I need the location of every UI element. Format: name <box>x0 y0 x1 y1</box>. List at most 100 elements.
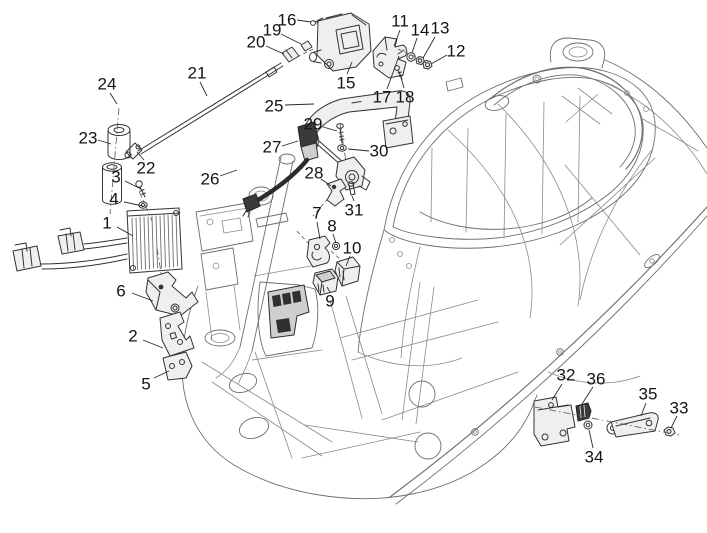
cable-elbow-22 <box>124 142 143 160</box>
axis-cap-coil <box>296 48 314 58</box>
leader-line-10 <box>345 255 351 267</box>
part-number-24: 24 <box>98 75 117 94</box>
leader-line-25 <box>284 103 315 106</box>
regulator-cables <box>12 227 128 272</box>
leader-line-5 <box>153 370 170 379</box>
part-number-35: 35 <box>639 385 658 404</box>
part-number-6: 6 <box>116 282 125 301</box>
part-number-31: 31 <box>345 201 364 220</box>
leader-line-32 <box>551 383 563 401</box>
part-number-30: 30 <box>370 142 389 161</box>
leader-line-19 <box>280 33 302 45</box>
bracket-32 <box>533 396 576 447</box>
part-number-13: 13 <box>431 19 450 38</box>
cap-terminal-19 <box>300 40 313 52</box>
part-number-22: 22 <box>137 159 156 178</box>
part-number-8: 8 <box>327 217 336 236</box>
axis-sensor-frame <box>312 187 338 217</box>
part-number-32: 32 <box>557 366 576 385</box>
leader-line-35 <box>640 402 647 417</box>
part-number-5: 5 <box>141 375 150 394</box>
part-number-2: 2 <box>128 327 137 346</box>
leader-line-21 <box>199 81 208 97</box>
part-number-23: 23 <box>79 129 98 148</box>
washer-34 <box>583 420 593 430</box>
leader-line-24 <box>109 92 118 105</box>
part-number-34: 34 <box>585 448 604 467</box>
axis-bushing-spacer <box>109 107 120 215</box>
leader-line-20 <box>265 45 285 55</box>
part-number-10: 10 <box>343 239 362 258</box>
nut-33 <box>663 426 676 437</box>
cable-connector-upper <box>57 227 85 255</box>
leader-line-26 <box>219 169 238 177</box>
spacer-23 <box>102 162 122 205</box>
axis-bracket-arm <box>534 406 680 436</box>
coil-bracket-11 <box>372 36 408 79</box>
leader-line-6 <box>131 292 154 302</box>
leader-line-17 <box>386 55 400 90</box>
bracket-2 <box>159 311 195 357</box>
part-number-12: 12 <box>447 42 466 61</box>
leader-line-30 <box>347 148 370 152</box>
part-number-3: 3 <box>111 168 120 187</box>
part-number-16: 16 <box>278 11 297 30</box>
bracket-28 <box>326 178 347 207</box>
part-number-15: 15 <box>337 74 356 93</box>
leader-line-4 <box>123 201 144 207</box>
plate-5 <box>162 351 193 381</box>
leader-line-31 <box>351 195 355 202</box>
ignition-coil-15 <box>309 12 372 72</box>
leader-line-18 <box>399 73 405 89</box>
leader-line-36 <box>581 386 594 405</box>
bracket-7 <box>306 235 331 268</box>
screw-16 <box>310 17 324 26</box>
leader-line-2 <box>142 339 164 349</box>
bracket-6 <box>145 271 199 317</box>
part-number-19: 19 <box>263 21 282 40</box>
leader-line-11 <box>393 29 401 47</box>
leader-line-12 <box>430 54 448 65</box>
part-number-25: 25 <box>265 97 284 116</box>
leader-line-8 <box>332 233 337 244</box>
axis-screw-regulator <box>138 190 153 222</box>
relay-9 <box>312 268 339 296</box>
leader-line-1 <box>116 226 134 237</box>
spark-plug-cable-21 <box>137 62 284 155</box>
part-number-20: 20 <box>247 33 266 52</box>
support-bracket-25 <box>301 90 414 149</box>
part-number-36: 36 <box>587 370 606 389</box>
leader-line-7 <box>316 221 321 240</box>
washer-8 <box>331 241 341 251</box>
leader-line-34 <box>588 429 594 449</box>
part-number-14: 14 <box>411 21 430 40</box>
part-number-11: 11 <box>391 12 409 31</box>
part-number-27: 27 <box>263 138 282 157</box>
part-number-9: 9 <box>325 292 334 311</box>
axis-bracket-nuts <box>397 48 429 65</box>
stud-17 <box>397 49 405 55</box>
leader-line-3 <box>124 180 142 190</box>
part-number-17: 17 <box>373 88 392 107</box>
leader-line-14 <box>411 37 418 54</box>
bolt-31 <box>347 181 356 196</box>
part-number-21: 21 <box>188 64 207 83</box>
rubber-bushing-24 <box>107 124 131 160</box>
washer-30 <box>337 144 347 152</box>
leader-line-22 <box>136 151 145 161</box>
leader-line-28 <box>320 178 332 187</box>
part-number-18: 18 <box>396 88 415 107</box>
part-number-4: 4 <box>109 190 118 209</box>
leader-line-29 <box>322 126 338 132</box>
cable-connector-lower <box>12 242 42 272</box>
relay-10 <box>334 256 361 287</box>
part-number-7: 7 <box>312 204 321 223</box>
leader-line-15 <box>346 61 353 75</box>
part-number-1: 1 <box>102 214 111 233</box>
part-number-28: 28 <box>305 164 324 183</box>
screw-29 <box>336 123 345 144</box>
arm-35 <box>606 412 659 438</box>
washer-14 <box>406 52 416 62</box>
